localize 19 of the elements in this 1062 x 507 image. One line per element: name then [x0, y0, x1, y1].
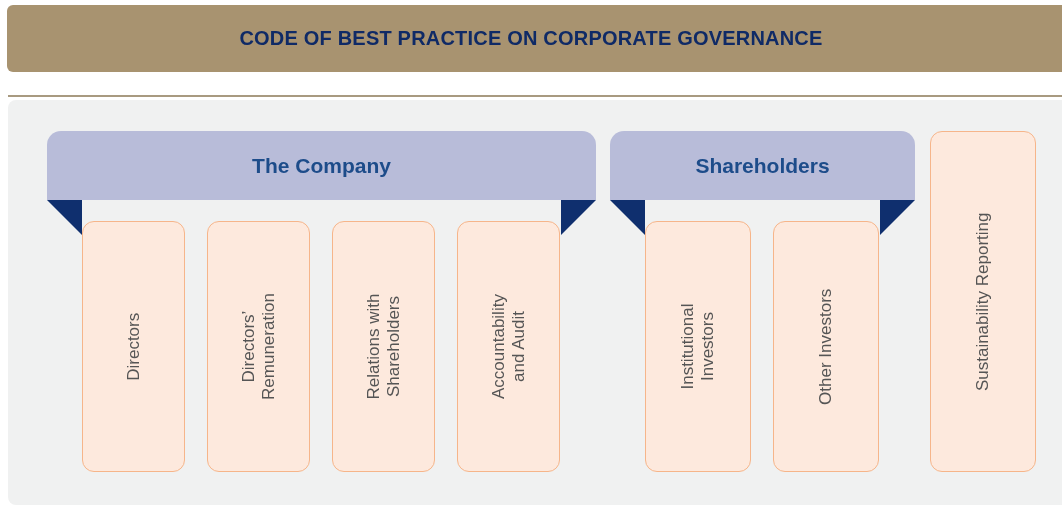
topic-label: Other Investors	[816, 287, 836, 407]
title: CODE OF BEST PRACTICE ON CORPORATE GOVERNANCE	[239, 27, 823, 50]
band-heading: Shareholders	[695, 153, 830, 178]
band-heading: The Company	[252, 153, 391, 178]
topic-label: Institutional Investors	[678, 302, 718, 392]
topic-box	[332, 221, 435, 472]
header-band	[47, 131, 596, 200]
topic-box	[82, 221, 185, 472]
topic-label: Sustainability Reporting	[973, 211, 993, 393]
topic-label: Relations with Shareholders	[363, 292, 404, 402]
topic-box	[457, 221, 560, 472]
topic-box	[773, 221, 879, 472]
topic-label: Accountability and Audit	[488, 293, 529, 401]
topic-label: Directors	[123, 311, 144, 383]
topic-box	[645, 221, 751, 472]
topic-box	[207, 221, 310, 472]
topic-box	[930, 131, 1036, 472]
header-band	[610, 131, 915, 200]
topic-label: Directors’ Remuneration	[238, 292, 279, 402]
